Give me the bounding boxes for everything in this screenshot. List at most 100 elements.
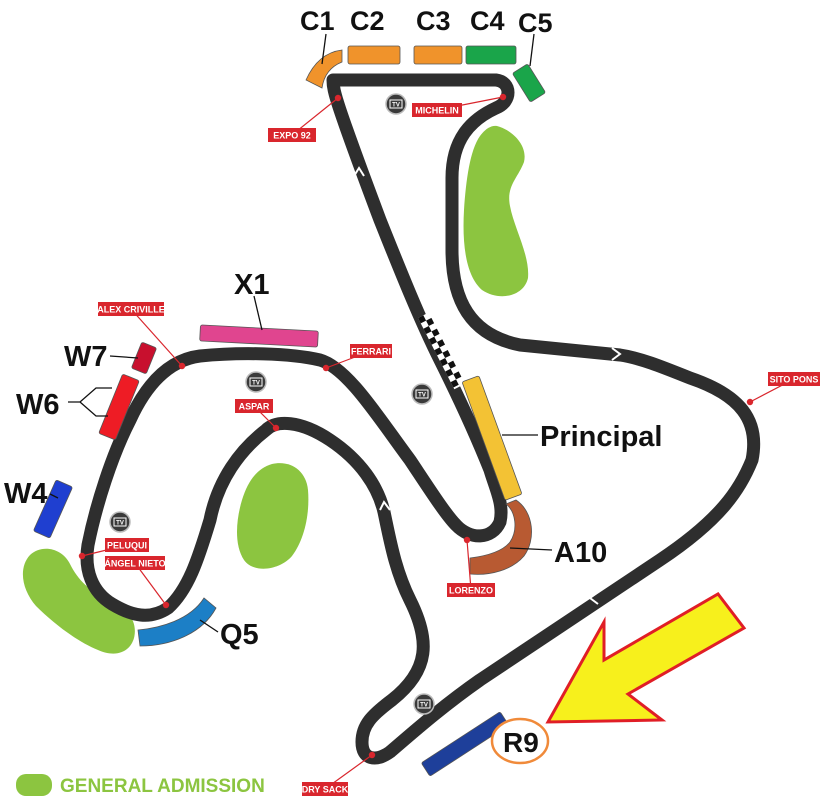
start-finish-line-icon <box>418 312 466 390</box>
label-r9: R9 <box>503 727 539 758</box>
label-c2: C2 <box>350 6 385 36</box>
race-track <box>80 73 761 765</box>
corner-label: LORENZO <box>449 586 493 596</box>
legend-ga-text: GENERAL ADMISSION <box>60 776 265 797</box>
tv-icon-text: TV <box>392 103 400 109</box>
corner-dot <box>368 751 376 759</box>
corner-tag <box>98 302 164 316</box>
corner-dot <box>499 93 507 101</box>
corner-label: PELUQUI <box>107 541 147 551</box>
direction-chevron-icon <box>588 591 599 605</box>
corner-label: ÁNGEL NIETO <box>104 559 165 569</box>
corner-michelin[interactable]: MICHELIN <box>412 93 507 117</box>
w6-leader-line <box>68 387 112 417</box>
highlight-arrow-icon <box>545 592 747 724</box>
tv-icon-text: TV <box>252 381 260 387</box>
legend-ga-swatch <box>16 774 52 796</box>
corner-sito-pons[interactable]: SITO PONS <box>746 372 820 406</box>
direction-chevron-icon <box>122 447 134 458</box>
label-a10: A10 <box>554 537 607 569</box>
corner-dot <box>272 424 280 432</box>
label-q5: Q5 <box>220 619 259 651</box>
tv-camera-icon: TV <box>411 383 433 405</box>
corner-label: DRY SACK <box>302 785 349 795</box>
corner-label: ALEX CRIVILLE <box>97 305 165 315</box>
a10-leader-line <box>509 547 553 551</box>
ga-area-north[interactable] <box>463 125 529 297</box>
corner-dot <box>746 398 754 406</box>
stand-a10[interactable] <box>469 499 532 575</box>
corner-leader-line <box>466 539 472 591</box>
corner-expo92[interactable]: EXPO 92 <box>268 94 342 142</box>
label-w7: W7 <box>64 341 108 373</box>
corner-peluqui[interactable]: PELUQUI <box>78 538 149 560</box>
corner-tag <box>302 782 348 796</box>
corner-ferrari[interactable]: FERRARI <box>322 344 392 372</box>
label-w4: W4 <box>4 478 48 510</box>
corner-dry-sack[interactable]: DRY SACK <box>302 751 376 796</box>
corner-tag <box>105 538 149 552</box>
ga-area-center[interactable] <box>237 463 309 569</box>
corner-angel-nieto[interactable]: ÁNGEL NIETO <box>104 556 170 609</box>
stand-w4[interactable] <box>33 480 73 538</box>
corner-dot <box>334 94 342 102</box>
tv-icon-text: TV <box>116 521 124 527</box>
corner-dot <box>162 601 170 609</box>
q5-leader-line <box>199 619 219 633</box>
corner-label: ASPAR <box>239 402 270 412</box>
corner-tag <box>447 583 495 597</box>
corner-tag <box>768 372 820 386</box>
corner-markers: EXPO 92 MICHELIN ALEX CRIVILLE FERRARI ASPAR… <box>78 93 820 796</box>
stand-c4[interactable] <box>465 45 517 65</box>
stand-principal[interactable] <box>462 375 522 501</box>
c1-leader-line <box>321 33 327 65</box>
tv-camera-icon: TV <box>385 93 407 115</box>
label-w6: W6 <box>16 389 60 421</box>
corner-alex-criville[interactable]: ALEX CRIVILLE <box>97 302 186 370</box>
label-c3: C3 <box>416 6 451 36</box>
x1-leader-line <box>253 295 263 331</box>
stand-r9[interactable] <box>421 712 509 777</box>
tv-icon-text: TV <box>418 393 426 399</box>
corner-label: SITO PONS <box>770 375 819 385</box>
corner-leader-line <box>130 308 183 367</box>
r9-highlight-ring <box>490 717 550 765</box>
stand-c1[interactable] <box>305 49 343 89</box>
direction-chevron-icon <box>379 500 391 511</box>
legend: GENERAL ADMISSION <box>16 774 265 797</box>
label-c5: C5 <box>518 8 553 38</box>
corner-lorenzo[interactable]: LORENZO <box>447 536 495 597</box>
stand-w7[interactable] <box>131 342 157 374</box>
label-c4: C4 <box>470 6 505 36</box>
corner-tag <box>412 103 462 117</box>
tv-camera-icon: TV <box>245 371 267 393</box>
tv-icon-text: TV <box>420 703 428 709</box>
corner-dot <box>463 536 471 544</box>
stand-c3[interactable] <box>413 45 463 65</box>
corner-dot <box>322 364 330 372</box>
direction-chevron-icon <box>611 347 622 361</box>
stand-w6[interactable] <box>98 374 140 440</box>
corner-aspar[interactable]: ASPAR <box>235 399 280 432</box>
ga-area-west[interactable] <box>22 548 135 654</box>
stand-c2[interactable] <box>347 45 401 65</box>
stand-c5[interactable] <box>512 64 546 102</box>
corner-tag <box>268 128 316 142</box>
label-c1: C1 <box>300 6 335 36</box>
label-principal: Principal <box>540 421 663 453</box>
tv-icons: TV TV TV TV TV <box>109 93 435 715</box>
stand-x1[interactable] <box>199 324 319 348</box>
tv-camera-icon: TV <box>413 693 435 715</box>
stand-q5[interactable] <box>137 597 217 647</box>
label-x1: X1 <box>234 269 269 301</box>
corner-tag <box>235 399 273 413</box>
w7-leader-line <box>109 355 139 359</box>
corner-label: EXPO 92 <box>273 131 311 141</box>
tv-camera-icon: TV <box>109 511 131 533</box>
corner-label: FERRARI <box>351 347 391 357</box>
w4-leader-line <box>49 493 59 499</box>
corner-label: MICHELIN <box>415 106 459 116</box>
corner-dot <box>78 552 86 560</box>
